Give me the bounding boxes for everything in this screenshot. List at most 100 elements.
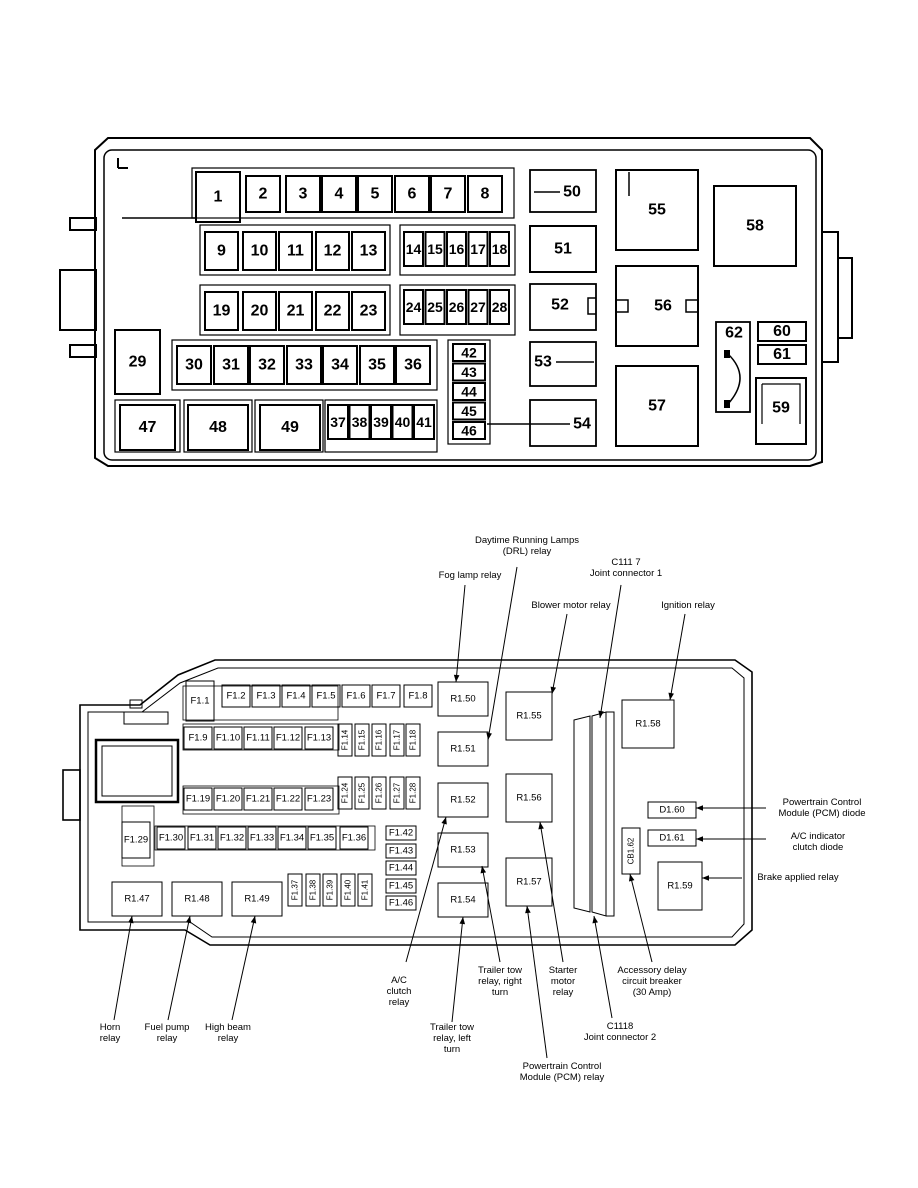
callout-drl-line: Daytime Running Lamps xyxy=(475,535,579,546)
slot-14-label: 14 xyxy=(406,241,422,257)
slot-23-label: 23 xyxy=(360,303,378,320)
slot-39-label: 39 xyxy=(373,414,389,430)
callout-starter-line: relay xyxy=(553,987,574,998)
slot-12-label: 12 xyxy=(324,243,342,260)
callout-c1118-line: Joint connector 2 xyxy=(584,1032,656,1043)
slot-F1.7-box xyxy=(371,684,401,708)
slot-F1.25-label: F1.25 xyxy=(358,782,367,803)
slot-17-label: 17 xyxy=(470,241,486,257)
slot-F1.26-label: F1.26 xyxy=(375,782,384,803)
callout-starter-line: Starter xyxy=(549,965,578,976)
bottom-frame-2 xyxy=(182,785,340,815)
top-frame-3 xyxy=(399,224,516,276)
slot-F1.29-label: F1.29 xyxy=(124,835,148,846)
slot-26-box xyxy=(446,289,467,325)
slot-34-label: 34 xyxy=(331,357,349,374)
slot-CB1.62-label: CB1.62 xyxy=(627,837,636,864)
slot-F1.16-box xyxy=(371,723,387,757)
slot-F1.41-label: F1.41 xyxy=(361,879,370,900)
slot-13-label: 13 xyxy=(360,243,378,260)
slot-F1.5-label: F1.5 xyxy=(316,691,335,702)
slot-59-label: 59 xyxy=(772,400,790,417)
slot-6-label: 6 xyxy=(408,186,417,203)
slot-43-label: 43 xyxy=(461,364,477,380)
slot-16-label: 16 xyxy=(449,241,465,257)
slot-F1.22-box xyxy=(273,787,303,811)
slot-7-box xyxy=(430,175,466,213)
slot-45-box xyxy=(452,401,486,421)
slot-D1.60-box xyxy=(647,801,697,819)
slot-25-label: 25 xyxy=(427,299,443,315)
slot-F1.20-label: F1.20 xyxy=(216,794,240,805)
slot-55-box xyxy=(615,169,699,251)
slot-27-box xyxy=(467,289,489,325)
slot-35-label: 35 xyxy=(368,357,386,374)
slot-F1.13-label: F1.13 xyxy=(307,733,331,744)
slot-31-label: 31 xyxy=(222,357,240,374)
slot-F1.40-box xyxy=(340,873,356,907)
slot-F1.35-label: F1.35 xyxy=(310,833,334,844)
slot-R1.57-label: R1.57 xyxy=(516,877,541,888)
slot-F1.37-box xyxy=(287,873,303,907)
slot-F1.4-box xyxy=(281,684,311,708)
slot-34-box xyxy=(322,345,358,385)
slot-R1.52-box xyxy=(437,782,489,818)
slot-R1.48-box xyxy=(171,881,223,917)
slot-54-label: 54 xyxy=(573,416,591,433)
callout-ac_clutch-line: A/C xyxy=(391,975,407,986)
slot-F1.23-box xyxy=(304,787,334,811)
slot-43-box xyxy=(452,362,486,382)
c1117-connector-shape xyxy=(591,711,607,917)
slot-2-label: 2 xyxy=(259,186,268,203)
slot-F1.9-label: F1.9 xyxy=(188,733,207,744)
slot-33-label: 33 xyxy=(295,357,313,374)
callout-fuel-line: Fuel pump xyxy=(145,1022,190,1033)
top-frame-7 xyxy=(183,399,253,453)
slot-50-label: 50 xyxy=(563,184,581,201)
callout-pcm_relay-line: Module (PCM) relay xyxy=(520,1072,605,1083)
slot-F1.39-box xyxy=(322,873,338,907)
slot-62-box xyxy=(715,321,751,413)
slot-F1.13-box xyxy=(304,726,334,750)
slot-F1.8-box xyxy=(403,684,433,708)
slot-9-box xyxy=(204,231,239,271)
slot-51-box xyxy=(529,225,597,273)
slot-29-box xyxy=(114,329,161,395)
slot-37-box xyxy=(327,404,349,440)
slot-55-label: 55 xyxy=(648,202,666,219)
slot-F1.2-label: F1.2 xyxy=(226,691,245,702)
slot-F1.27-label: F1.27 xyxy=(393,782,402,803)
slot-41-box xyxy=(413,404,435,440)
slot-41-label: 41 xyxy=(416,414,432,430)
slot-F1.38-box xyxy=(305,873,321,907)
slot-R1.50-label: R1.50 xyxy=(450,694,475,705)
callout-tow_right-line: turn xyxy=(492,987,508,998)
slot-1-box xyxy=(195,171,241,223)
slot-F1.17-label: F1.17 xyxy=(393,729,402,750)
slot-F1.45-box xyxy=(385,878,417,894)
slot-F1.40-label: F1.40 xyxy=(344,879,353,900)
slot-36-label: 36 xyxy=(404,357,422,374)
slot-61-label: 61 xyxy=(773,346,791,363)
top-frame-5 xyxy=(171,339,438,391)
callout-starter-line: motor xyxy=(551,976,575,987)
slot-30-box xyxy=(176,345,212,385)
callout-c1117-line: Joint connector 1 xyxy=(590,568,662,579)
slot-R1.55-label: R1.55 xyxy=(516,711,541,722)
slot-8-box xyxy=(467,175,503,213)
slot-F1.11-label: F1.11 xyxy=(246,733,270,744)
callout-ac_diode-line: A/C indicator xyxy=(791,831,845,842)
slot-R1.51-box xyxy=(437,731,489,767)
callout-fuel-line: relay xyxy=(157,1033,178,1044)
callout-highbeam-line: High beam xyxy=(205,1022,251,1033)
slot-8-label: 8 xyxy=(481,186,490,203)
slot-36-box xyxy=(395,345,431,385)
slot-6-box xyxy=(394,175,430,213)
slot-F1.42-box xyxy=(385,825,417,841)
slot-19-label: 19 xyxy=(213,303,231,320)
slot-60-label: 60 xyxy=(773,323,791,340)
slot-F1.8-label: F1.8 xyxy=(408,691,427,702)
slot-F1.23-label: F1.23 xyxy=(307,794,331,805)
callout-horn-line: relay xyxy=(100,1033,121,1044)
